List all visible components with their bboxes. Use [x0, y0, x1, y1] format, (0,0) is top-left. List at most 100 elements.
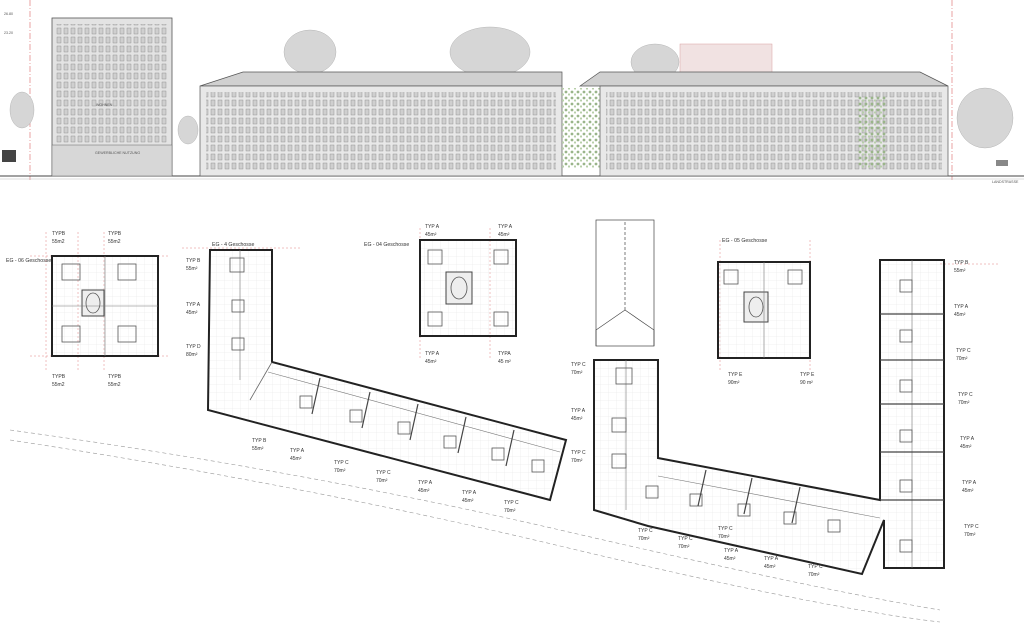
tower1-unit-area: 55m2 [108, 239, 121, 245]
right-block-side-unit: TYP A 45m² [962, 480, 977, 494]
right-block-unit: TYP C 70m² [678, 536, 693, 550]
left-block-unit: TYP C 70m² [334, 460, 349, 474]
street-edge [9, 429, 941, 623]
tower2-plan [419, 239, 517, 337]
right-block-side-unit: TYP C 70m² [958, 392, 973, 406]
tower2-unit: TYP A 45m² [425, 224, 440, 238]
tower-use-upper: WOHNEN [96, 103, 113, 107]
right-block-unit: TYP A 45m² [764, 556, 779, 570]
right-block-left-unit-type: TYP C [571, 450, 586, 456]
left-block-unit-type: TYP A [418, 480, 433, 486]
left-block-unit-type: TYP A [462, 490, 477, 496]
tower3-unit-type: TYP E [728, 372, 743, 378]
left-block-plan [206, 249, 568, 502]
street-elevation: 26.80 23.20 WOHNEN GEWERBLICHE NUTZUNG [0, 0, 1024, 184]
right-block-side-unit-type: TYP A [954, 304, 969, 310]
right-block-side-unit-area: 45m² [962, 488, 974, 494]
right-block-unit-area: 70m² [808, 572, 820, 578]
right-block-side-unit-type: TYP C [964, 524, 979, 530]
left-block-unit-type: TYP B [252, 438, 267, 444]
tower-use-ground: GEWERBLICHE NUTZUNG [95, 151, 140, 155]
right-block-side-unit: TYP A 45m² [960, 436, 975, 450]
right-block-side-unit-area: 70m² [964, 532, 976, 538]
tower3-plan [717, 261, 811, 359]
left-block-unit: TYP C 70m² [504, 500, 519, 514]
tower2-unit-area: 45 m² [498, 359, 511, 365]
tower2-unit-area: 45m² [425, 232, 437, 238]
right-block-side-unit-type: TYP C [956, 348, 971, 354]
right-block-unit-area: 70m² [638, 536, 650, 542]
right-block-side-unit-area: 45m² [954, 312, 966, 318]
right-block-unit: TYP C 70m² [718, 526, 733, 540]
tower1-unit-type: TYPB [52, 231, 66, 237]
right-block-left-unit-area: 70m² [571, 370, 583, 376]
right-block-left-unit-area: 70m² [571, 458, 583, 464]
tower1-unit-area: 55m2 [52, 382, 65, 388]
trees [9, 26, 1014, 149]
right-block-side-unit-type: TYP C [958, 392, 973, 398]
left-block-unit-type: TYP C [376, 470, 391, 476]
right-block-side-unit: TYP A 45m² [954, 304, 969, 318]
tower1-unit: TYPB 55m2 [52, 231, 66, 245]
tower2-unit-type: TYP A [425, 224, 440, 230]
tower1-unit-type: TYPB [52, 374, 66, 380]
right-block-unit-type: TYP C [678, 536, 693, 542]
right-block-unit-area: 70m² [678, 544, 690, 550]
tower3-unit-area: 90m² [728, 380, 740, 386]
left-block-side-unit-area: 80m² [186, 352, 198, 358]
right-block-side-unit: TYP C 70m² [964, 524, 979, 538]
tower2-unit: TYPA 45 m² [498, 351, 511, 365]
right-block-side-unit: TYP C 70m² [956, 348, 971, 362]
tower3-header: EG - 05 Geschosse [722, 238, 767, 244]
right-block-unit-area: 45m² [764, 564, 776, 570]
left-block-side-unit-type: TYP B [186, 258, 201, 264]
left-block-unit-type: TYP C [504, 500, 519, 506]
green-facade [562, 88, 600, 168]
tower1-unit-type: TYPB [108, 374, 122, 380]
right-block-unit-type: TYP A [724, 548, 739, 554]
left-block-side-unit: TYP D 80m² [186, 344, 201, 358]
left-block-unit-area: 70m² [504, 508, 516, 514]
right-block-unit: TYP C 70m² [808, 564, 823, 578]
tower2-unit: TYP A 45m² [425, 351, 440, 365]
floor-plans: EG - 06 Geschosse TYPB 55m2 TYPB 55m2 TY… [6, 219, 1000, 623]
tower2-header: EG - 04 Geschosse [364, 242, 409, 248]
left-block-side-unit-type: TYP A [186, 302, 201, 308]
right-block-unit-type: TYP A [764, 556, 779, 562]
right-block-left-unit: TYP C 70m² [571, 362, 586, 376]
tower2-unit-type: TYP A [498, 224, 513, 230]
right-block-plan [593, 259, 945, 576]
level-mark-top: 26.80 [4, 12, 13, 16]
left-block-unit-area: 45m² [462, 498, 474, 504]
right-block-unit-type: TYP C [808, 564, 823, 570]
tower1-plan [51, 255, 159, 357]
tower2-unit-area: 45m² [498, 232, 510, 238]
tower3-unit: TYP E 90 m² [800, 372, 815, 386]
left-block-unit: TYP A 45m² [462, 490, 477, 504]
left-block-unit: TYP B 55m² [252, 438, 267, 452]
level-mark-eaves: 23.20 [4, 31, 13, 35]
left-block-unit: TYP C 70m² [376, 470, 391, 484]
right-block-side-unit-type: TYP A [960, 436, 975, 442]
right-block-elevation [578, 43, 949, 177]
right-block-unit: TYP A 45m² [724, 548, 739, 562]
left-block-side-unit: TYP A 45m² [186, 302, 201, 316]
right-block-unit-type: TYP C [718, 526, 733, 532]
tower2-unit-area: 45m² [425, 359, 437, 365]
right-block-side-unit-area: 55m² [954, 268, 966, 274]
right-block-side-unit-area: 45m² [960, 444, 972, 450]
tower1-unit-area: 55m2 [108, 382, 121, 388]
left-block-unit-area: 70m² [376, 478, 388, 484]
right-block-side-unit-type: TYP B [954, 260, 969, 266]
roof-strip [595, 219, 655, 347]
car-right [996, 160, 1008, 166]
tower1-unit-area: 55m2 [52, 239, 65, 245]
left-block-unit: TYP A 45m² [290, 448, 305, 462]
right-block-side-unit-area: 70m² [956, 356, 968, 362]
left-block-side-unit-type: TYP D [186, 344, 201, 350]
tower2-unit-type: TYP A [425, 351, 440, 357]
tower1-header: EG - 06 Geschosse [6, 258, 51, 264]
tower3-unit: TYP E 90m² [728, 372, 743, 386]
tower-elevation: WOHNEN GEWERBLICHE NUTZUNG [51, 17, 173, 177]
